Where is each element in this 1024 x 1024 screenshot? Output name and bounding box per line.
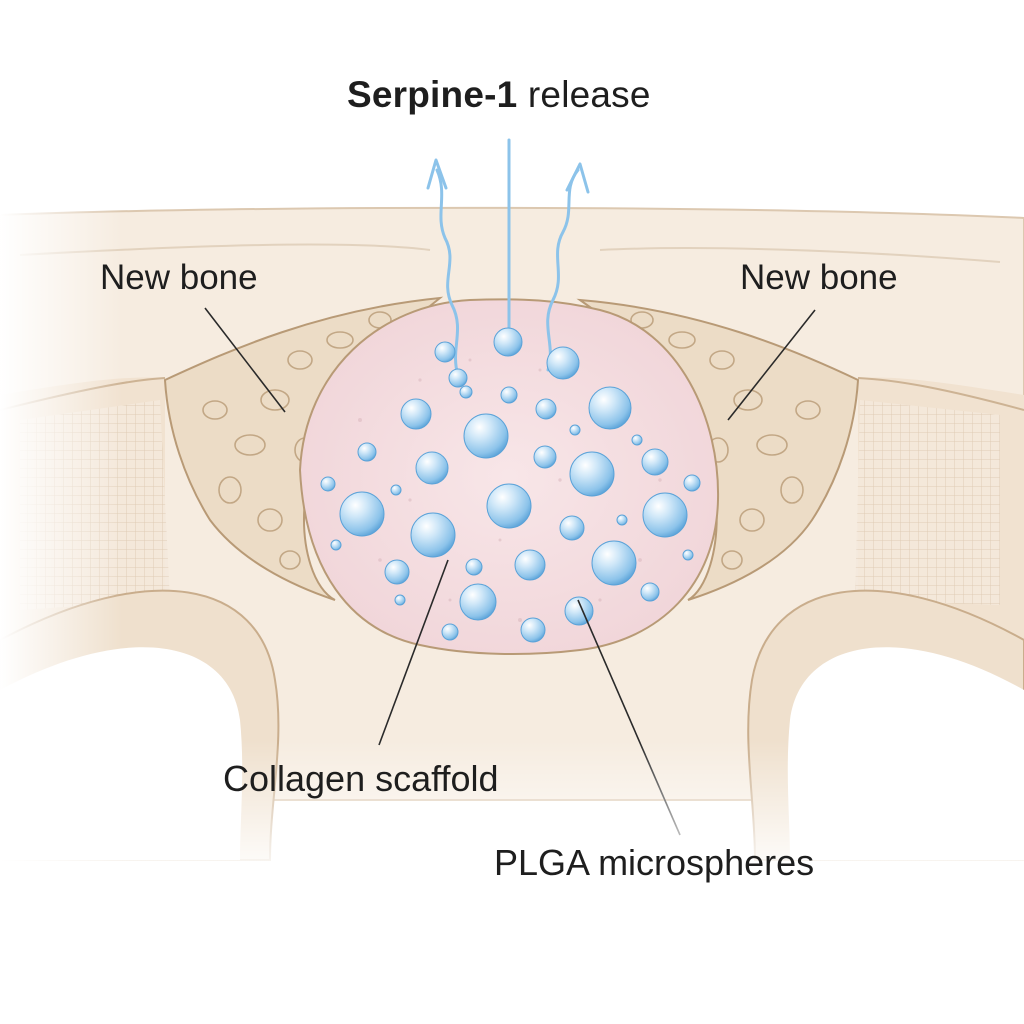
label-new-bone-right: New bone bbox=[740, 258, 898, 297]
edge-fade-bottom bbox=[0, 740, 1024, 880]
diagram-title: Serpine-1 release bbox=[347, 74, 651, 116]
title-rest: release bbox=[517, 74, 651, 115]
title-bold: Serpine-1 bbox=[347, 74, 518, 115]
label-collagen-scaffold: Collagen scaffold bbox=[223, 758, 499, 799]
release-arrow-right-head bbox=[565, 162, 590, 194]
label-plga-microspheres: PLGA microspheres bbox=[494, 842, 815, 883]
label-new-bone-left: New bone bbox=[100, 258, 258, 297]
release-arrow-left-head bbox=[426, 158, 448, 190]
